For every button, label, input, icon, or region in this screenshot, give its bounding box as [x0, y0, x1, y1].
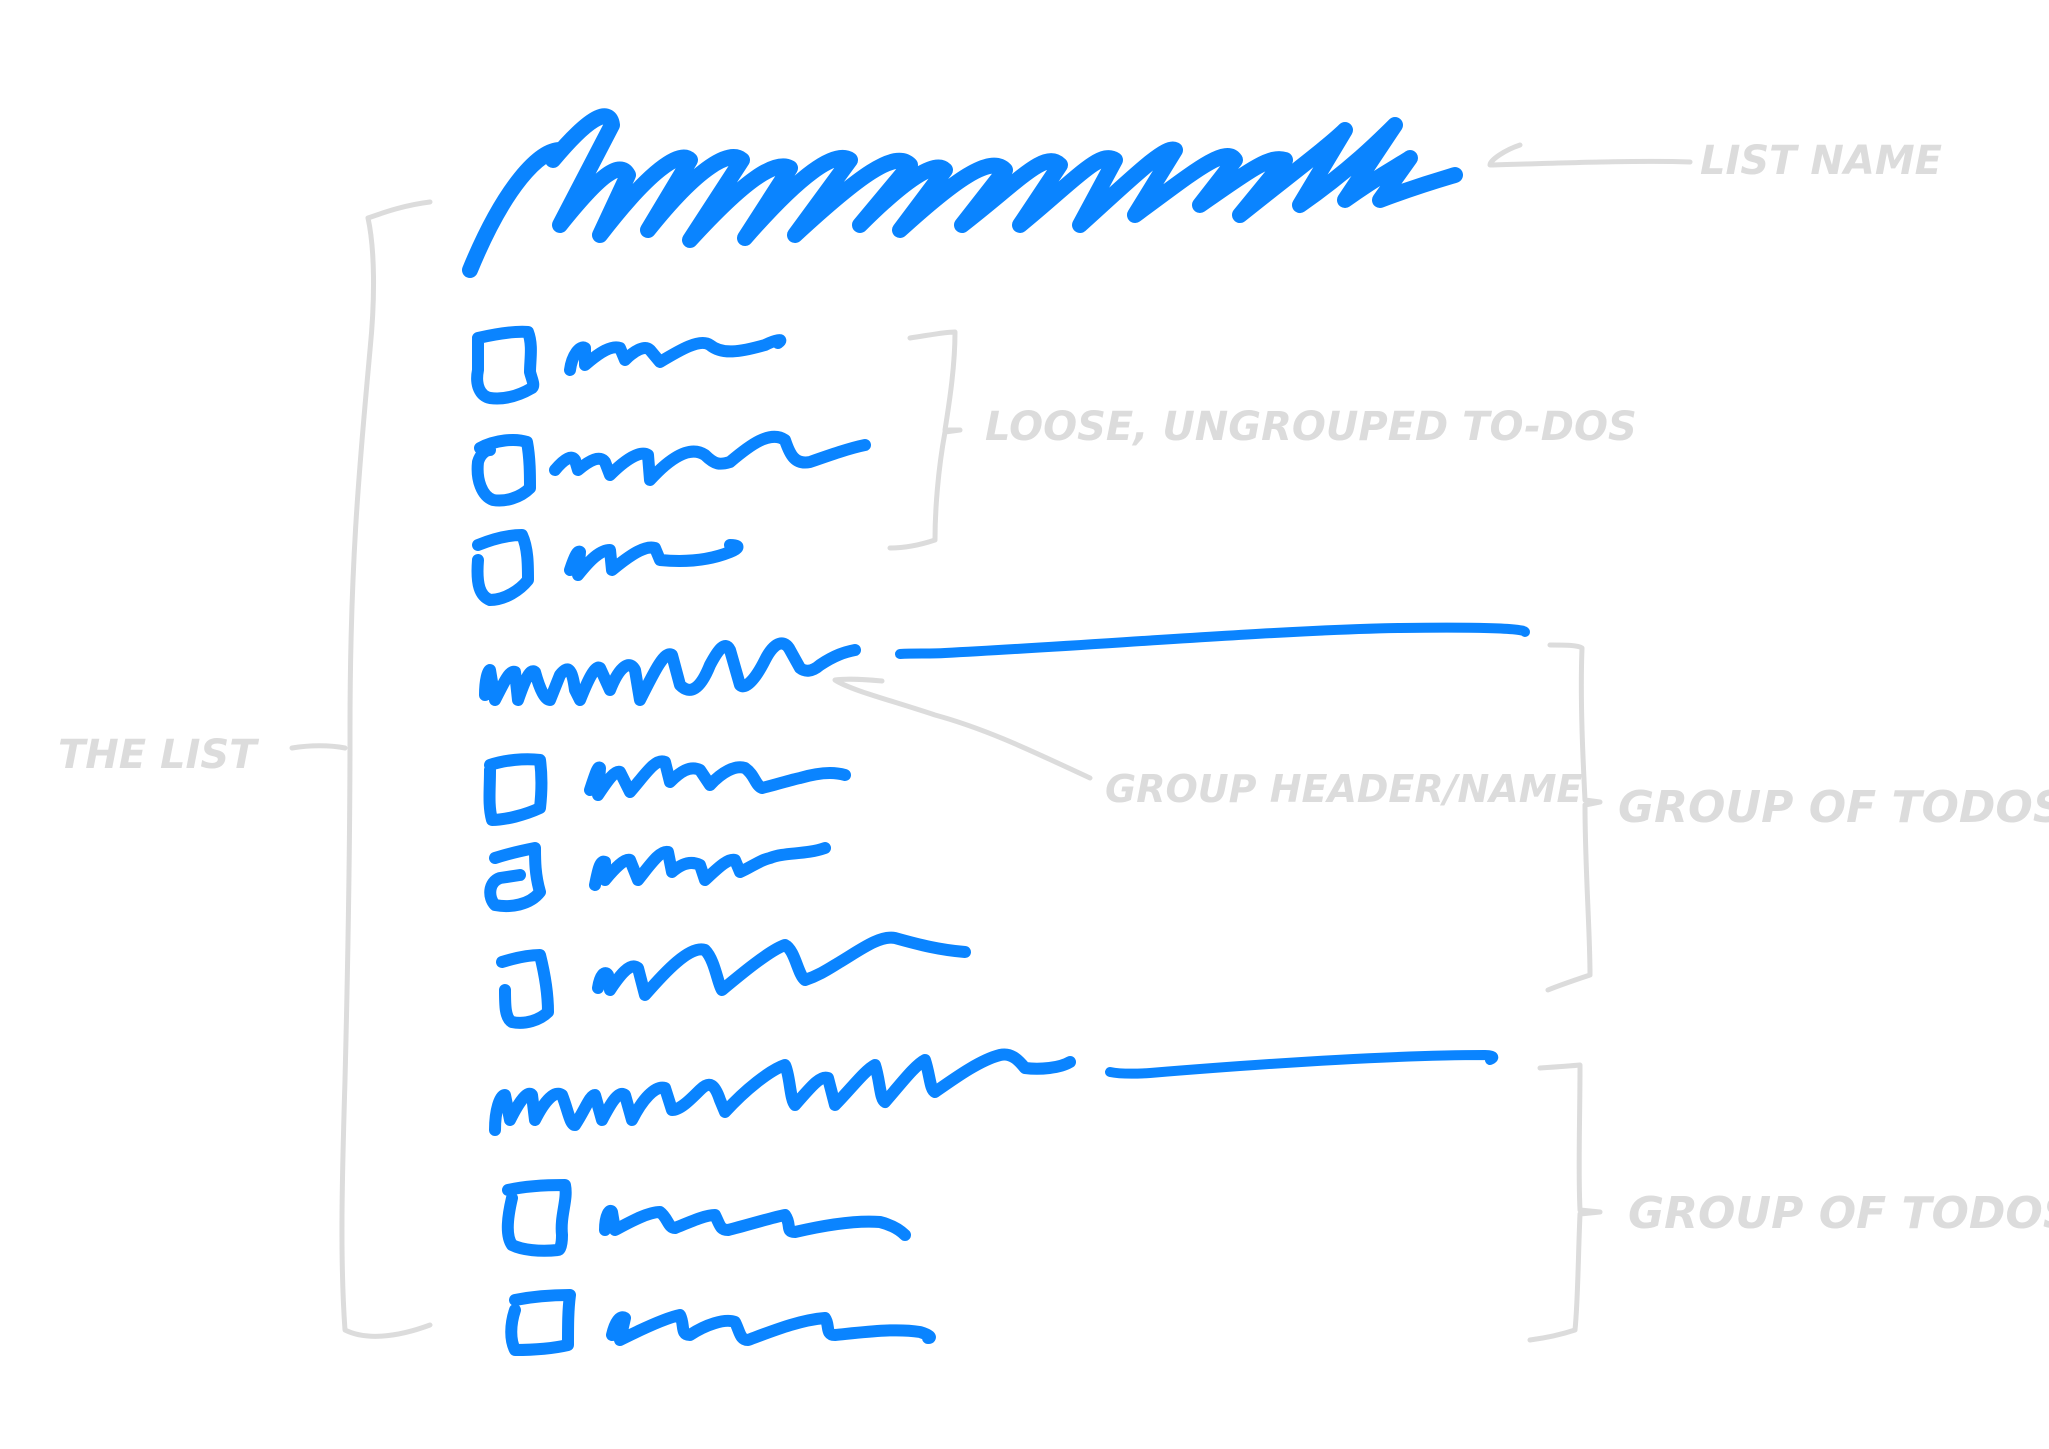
group-2-header-rule	[1105, 1050, 1499, 1079]
the-list-label: THE LIST	[58, 732, 259, 778]
group-2-bracket	[1527, 1062, 1603, 1343]
group-1-label: GROUP OF TODOS	[1618, 782, 2049, 833]
list-name-scribble	[462, 108, 1463, 278]
group-2-todo-2-text-scribble	[606, 1309, 936, 1346]
group-1-todo-1-checkbox	[483, 753, 548, 826]
loose-todos-label: LOOSE, UNGROUPED TO-DOS	[985, 404, 1637, 450]
annotations	[289, 142, 1693, 1343]
list-name-label: LIST NAME	[1700, 138, 1942, 184]
loose-todo-1-checkbox	[471, 325, 540, 405]
group-1-todo-2-checkbox	[484, 842, 546, 913]
group-1-header-rule	[895, 622, 1530, 659]
group-header-pointer	[832, 676, 1093, 781]
group-2-todo-1-text-scribble	[599, 1205, 911, 1241]
the-list-pointer	[289, 743, 348, 751]
group-2-todo-1-checkbox	[501, 1179, 572, 1257]
list-name-pointer	[1487, 142, 1693, 168]
group-1-todo-3-text-scribble	[592, 931, 971, 1001]
loose-todos-bracket	[887, 329, 963, 551]
group-1-header-scribble	[479, 637, 861, 706]
group-2-label: GROUP OF TODOS	[1628, 1188, 2049, 1239]
list-mockup	[462, 108, 1530, 1356]
loose-todo-2-checkbox	[471, 434, 536, 507]
loose-todo-3-checkbox	[471, 529, 534, 606]
the-list-bracket	[339, 199, 433, 1339]
group-1-todo-1-text-scribble	[584, 755, 851, 801]
group-2-header-scribble	[489, 1048, 1076, 1136]
loose-todo-2-text-scribble	[549, 430, 871, 486]
loose-todo-3-text-scribble	[564, 539, 744, 581]
group-1-todo-2-text-scribble	[589, 842, 831, 891]
group-header-label: GROUP HEADER/NAME	[1105, 767, 1583, 811]
annotation-labels: LIST NAME LOOSE, UNGROUPED TO-DOS GROUP …	[58, 138, 2049, 1239]
group-2-todo-2-checkbox	[505, 1289, 576, 1356]
group-1-todo-3-checkbox	[496, 949, 554, 1029]
group-1-bracket	[1545, 642, 1603, 993]
loose-todo-1-text-scribble	[564, 334, 787, 376]
